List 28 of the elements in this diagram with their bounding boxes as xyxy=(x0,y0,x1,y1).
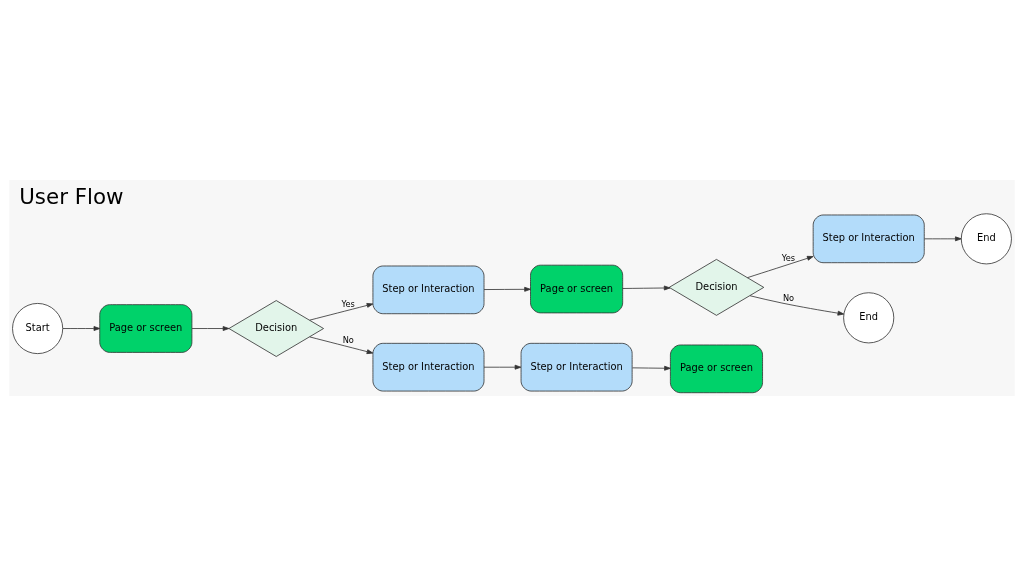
node-diamond: Decision xyxy=(228,300,324,357)
edge-label: Yes xyxy=(781,253,796,264)
arrow xyxy=(924,236,962,242)
node-circle: End xyxy=(843,292,895,344)
node-box: Step or Interaction xyxy=(812,214,925,264)
arrow xyxy=(747,255,814,279)
arrow xyxy=(632,365,671,371)
node-diamond: Decision xyxy=(668,259,765,316)
node-box: Step or Interaction xyxy=(372,342,485,392)
node-circle: Start xyxy=(12,303,64,355)
node-circle: End xyxy=(960,213,1012,265)
node-box: Page or screen xyxy=(670,344,763,394)
arrow xyxy=(309,303,374,321)
arrow xyxy=(483,286,531,292)
arrow xyxy=(191,326,230,331)
edge-label: No xyxy=(782,292,795,303)
arrow xyxy=(483,364,522,370)
arrow xyxy=(749,295,845,316)
node-box: Step or Interaction xyxy=(372,265,485,315)
diagram-title: User Flow xyxy=(19,183,124,209)
node-box: Step or Interaction xyxy=(520,342,633,392)
edge-label: No xyxy=(342,334,354,345)
node-box: Page or screen xyxy=(99,304,193,353)
edge-label: Yes xyxy=(341,299,355,310)
arrow xyxy=(62,326,101,331)
arrow xyxy=(622,285,671,291)
node-box: Page or screen xyxy=(530,264,624,314)
arrow xyxy=(309,336,374,355)
